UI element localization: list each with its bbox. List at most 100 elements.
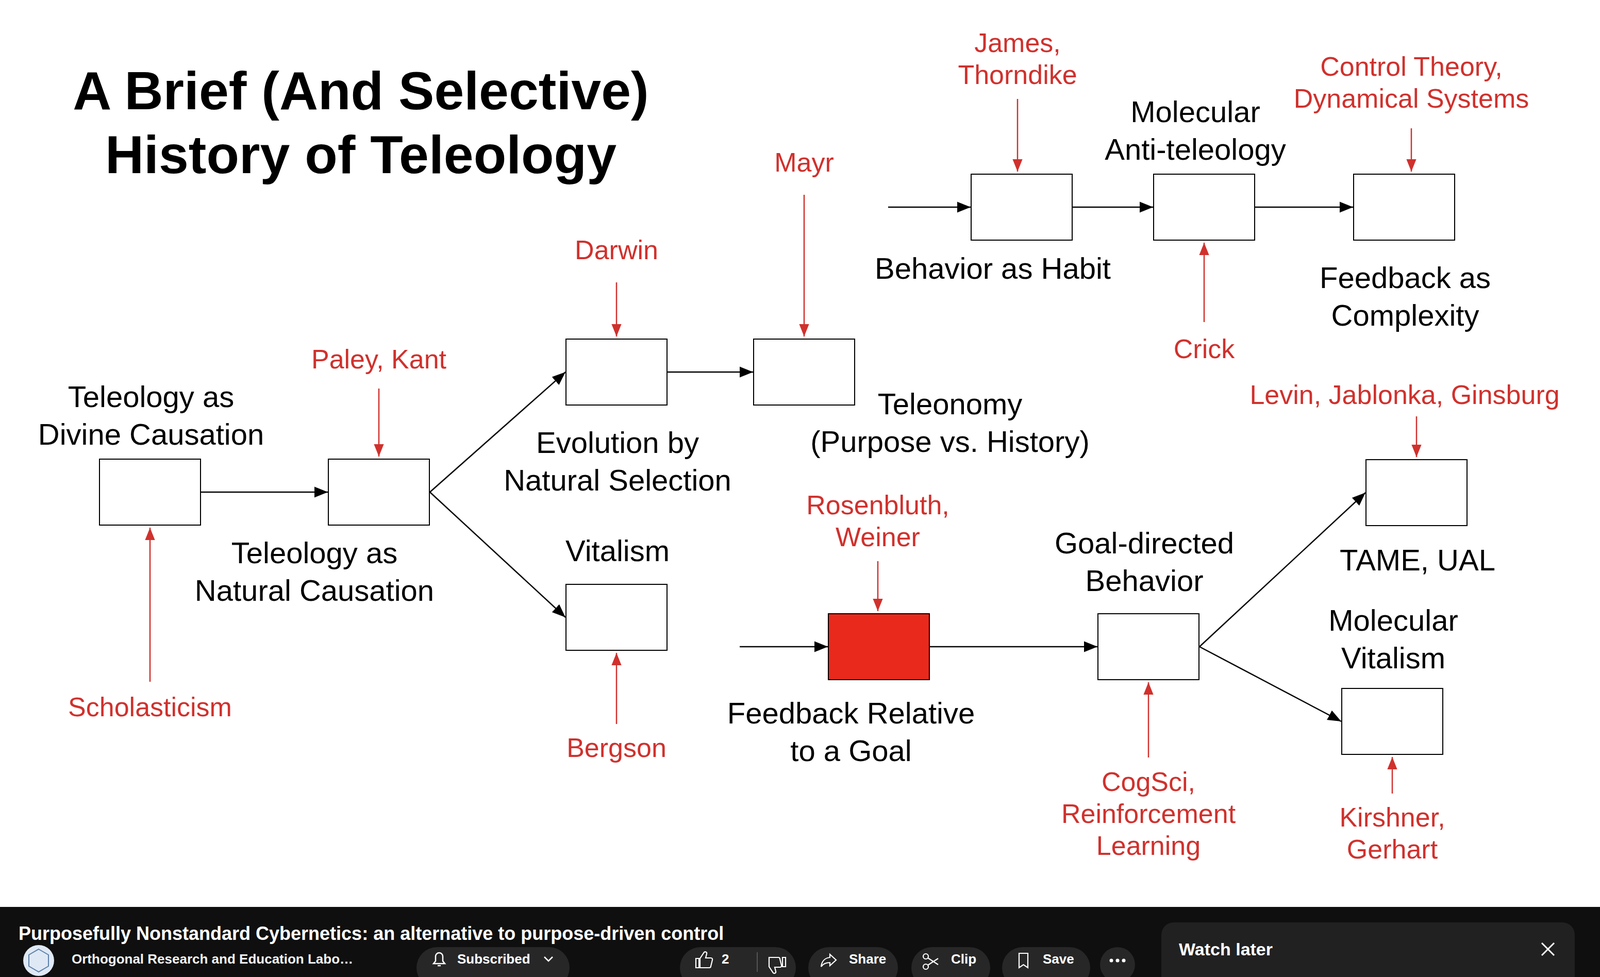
more-dot: [1122, 959, 1126, 963]
contributor-label: Bergson: [566, 731, 667, 764]
contributor-label: Crick: [1173, 332, 1235, 365]
text-line: (Purpose vs. History): [810, 422, 1090, 461]
text-line: James,: [957, 26, 1077, 59]
text-line: Subscribed: [457, 951, 531, 968]
text-line: Molecular: [1104, 92, 1286, 131]
text-line: Dynamical Systems: [1293, 82, 1530, 115]
leader-arrow: [1017, 98, 1019, 172]
contributor-label: Kirshner, Gerhart: [1339, 801, 1445, 866]
text-line: A Brief (And Selective): [72, 58, 649, 123]
text-line: Natural Selection: [503, 461, 732, 499]
close-icon: [1541, 943, 1555, 956]
text-line: Anti-teleology: [1104, 130, 1286, 169]
text-line: Feedback as: [1319, 258, 1491, 297]
text-line: Vitalism: [1328, 639, 1458, 677]
watch-later-panel: [1161, 922, 1575, 977]
leader-arrow: [1415, 416, 1418, 458]
close-stroke: [1541, 943, 1555, 956]
highlighted-box: Feedback Relative to a Goal: [827, 613, 930, 681]
share-icon: [821, 954, 837, 968]
text-line: Purposefully Nonstandard Cybernetics: an…: [18, 922, 724, 945]
stage-box: Teleology as Natural Causation: [327, 458, 430, 526]
leader-arrow: [877, 561, 879, 612]
channel-avatar: [23, 945, 55, 977]
stage-label: Teleonomy (Purpose vs. History): [810, 385, 1090, 461]
text-line: Natural Causation: [194, 571, 435, 610]
contributor-label: CogSci, Reinforcement Learning: [1061, 765, 1236, 862]
button-label: Share: [848, 951, 887, 968]
text-line: Paley, Kant: [311, 343, 447, 376]
leader-arrow: [149, 527, 152, 682]
stage-label: Feedback as Complexity: [1319, 258, 1491, 335]
pill-divider: [756, 952, 758, 973]
text-line: Divine Causation: [38, 415, 264, 454]
scissors-ring: [923, 964, 929, 970]
contributor-label: Scholasticism: [68, 691, 232, 724]
thumb-up-icon: [695, 952, 713, 969]
leader-arrow: [1410, 128, 1413, 172]
contributor-label: Darwin: [574, 234, 659, 266]
text-line: Teleonomy: [810, 385, 1090, 423]
share-pill: [808, 947, 898, 977]
text-line: Orthogonal Research and Education Labo…: [71, 951, 354, 968]
leader-arrow: [378, 388, 380, 457]
stage-label: TAME, UAL: [1339, 541, 1496, 579]
stage-label: Vitalism: [565, 531, 670, 570]
stage-label: Goal-directed Behavior: [1054, 524, 1235, 600]
text-line: Watch later: [1178, 939, 1273, 961]
stage-box: Evolution by Natural Selection: [565, 338, 668, 406]
text-line: Complexity: [1319, 296, 1491, 335]
text-line: Feedback Relative: [727, 694, 975, 732]
text-line: Rosenbluth,: [806, 489, 950, 522]
stage-box: Teleology as Divine Causation: [98, 458, 202, 526]
text-line: Save: [1042, 951, 1075, 968]
text-line: Kirshner,: [1339, 801, 1445, 834]
button-label: Clip: [951, 951, 977, 968]
text-line: Teleology as: [38, 377, 264, 416]
like-count: 2: [721, 951, 729, 968]
text-line: Mayr: [774, 146, 835, 179]
stage-label: Evolution by Natural Selection: [503, 423, 732, 499]
text-line: Behavior as Habit: [874, 249, 1111, 288]
panel-heading: Watch later: [1178, 939, 1273, 961]
avatar-logo: [28, 949, 49, 973]
diagram-title: A Brief (And Selective) History of Teleo…: [72, 58, 649, 187]
stage-box: Molecular Vitalism: [1341, 688, 1444, 756]
subscribe-pill: [416, 947, 570, 977]
flow-arrow: [429, 492, 566, 618]
stage-box: Teleonomy (Purpose vs. History): [753, 338, 856, 406]
flow-arrow: [1072, 206, 1154, 209]
more-dot: [1109, 959, 1114, 963]
leader-arrow: [1391, 757, 1394, 794]
text-line: History of Teleology: [72, 122, 649, 187]
text-line: Darwin: [574, 234, 659, 266]
inlet-arrow: [739, 646, 828, 648]
text-line: Levin, Jablonka, Ginsburg: [1249, 378, 1560, 411]
text-line: 2: [721, 951, 729, 968]
text-line: Vitalism: [565, 531, 670, 570]
stage-box: Goal-directed Behavior: [1097, 613, 1200, 681]
leader-arrow: [1147, 682, 1150, 758]
text-line: Thorndike: [957, 58, 1077, 91]
flow-arrow: [1255, 206, 1354, 209]
text-line: Reinforcement: [1061, 797, 1236, 830]
button-label: Save: [1042, 951, 1075, 968]
text-line: Molecular: [1328, 601, 1458, 640]
text-line: Goal-directed: [1054, 524, 1235, 562]
text-line: Teleology as: [194, 534, 435, 572]
more-dot: [1115, 959, 1120, 963]
chevron-icon: [544, 957, 553, 962]
contributor-label: Mayr: [774, 146, 835, 179]
text-line: Bergson: [566, 731, 667, 764]
stage-label: Molecular Vitalism: [1328, 601, 1458, 677]
contributor-label: Control Theory, Dynamical Systems: [1293, 50, 1530, 115]
channel-name: Orthogonal Research and Education Labo…: [71, 951, 354, 968]
save-pill: [1002, 947, 1091, 977]
stage-label: Teleology as Natural Causation: [194, 534, 435, 610]
bookmark-icon: [1019, 953, 1028, 969]
text-line: Scholasticism: [68, 691, 232, 724]
scissors-blade: [927, 958, 939, 965]
flow-arrow: [667, 371, 754, 374]
